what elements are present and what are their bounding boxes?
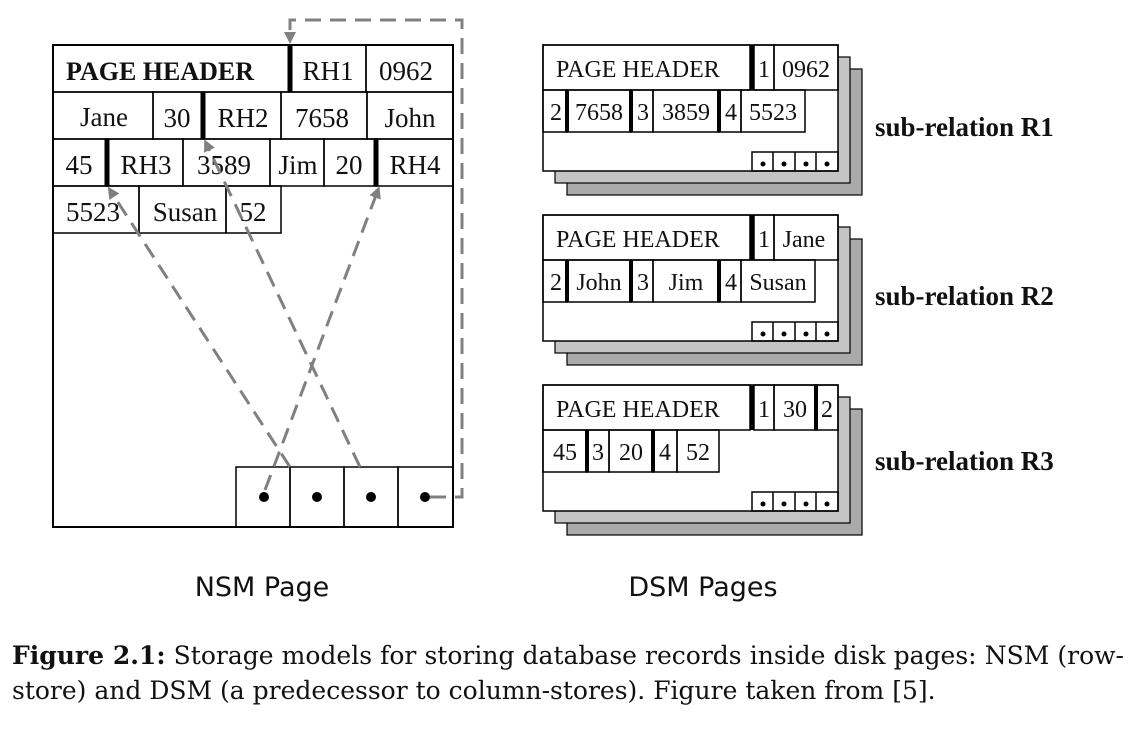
dsm-r3-cell: 4 [659, 440, 671, 466]
dsm-r3-page-header: PAGE HEADER [556, 397, 720, 423]
dsm-r3-cell: 52 [686, 440, 710, 466]
nsm-page: PAGE HEADER RH1 0962 Jane 30 RH2 7658 Jo… [52, 18, 464, 603]
figure-caption: Figure 2.1: Storage models for storing d… [12, 638, 1124, 708]
cell-jane: Jane [80, 102, 128, 132]
pointer-to-rh1 [284, 18, 464, 499]
cell-30: 30 [164, 103, 191, 133]
dsm-r3-cell: 30 [783, 397, 807, 423]
record-header-markers [104, 45, 379, 186]
cell-45: 45 [66, 150, 93, 180]
dsm-r1-cell: 7658 [575, 100, 623, 126]
dsm-page-r2: PAGE HEADER 1 Jane 2 John 3 Jim 4 Susan … [542, 214, 1054, 366]
cell-rh2: RH2 [217, 103, 268, 133]
slot-dot [366, 492, 376, 502]
dsm-r2-cell: 3 [637, 270, 649, 296]
cell-0962: 0962 [379, 56, 433, 86]
pointer-to-rh2 [204, 139, 362, 468]
nsm-row-4 [52, 185, 282, 234]
dsm-r3-cell: 45 [553, 440, 577, 466]
dsm-r1-cell: 3859 [662, 100, 710, 126]
dsm-pages: PAGE HEADER 1 0962 2 7658 3 3859 4 5523 … [542, 44, 1054, 603]
dsm-page-r1: PAGE HEADER 1 0962 2 7658 3 3859 4 5523 … [542, 44, 1054, 196]
storage-model-diagram: PAGE HEADER RH1 0962 Jane 30 RH2 7658 Jo… [52, 18, 1054, 603]
slot-dot [312, 492, 322, 502]
cell-jim: Jim [278, 150, 317, 180]
pointer-to-rh4 [263, 186, 381, 491]
cell-52: 52 [240, 197, 267, 227]
dsm-r3-cell: 2 [821, 397, 833, 423]
dsm-r1-cell: 2 [550, 100, 562, 126]
dsm-r1-cell: 5523 [749, 100, 797, 126]
dsm-r1-cell: 0962 [782, 57, 830, 83]
cell-john: John [384, 103, 436, 133]
slot-directory [235, 466, 454, 528]
slot-pointers [107, 18, 464, 499]
dsm-r2-page-header: PAGE HEADER [556, 227, 720, 253]
dsm-r1-cell: 1 [758, 57, 770, 83]
dsm-r2-cell: 2 [550, 270, 562, 296]
slot-dot [259, 492, 269, 502]
cell-rh1: RH1 [302, 56, 353, 86]
pointer-to-rh3 [107, 186, 292, 468]
cell-rh3: RH3 [120, 150, 171, 180]
dsm-r3-cell: 3 [592, 440, 604, 466]
dsm-r2-cell: Susan [749, 270, 806, 296]
dsm-r2-cell: 4 [725, 270, 737, 296]
dsm-r2-cell: Jane [783, 227, 826, 253]
dsm-r3-cell: 1 [758, 397, 770, 423]
cell-rh4: RH4 [389, 150, 441, 180]
cell-susan: Susan [153, 197, 218, 227]
dsm-r1-page-header: PAGE HEADER [556, 57, 720, 83]
dsm-r2-label: sub-relation R2 [875, 281, 1054, 311]
nsm-page-frame [52, 44, 454, 528]
slot-dot [420, 492, 430, 502]
dsm-r1-cell: 4 [725, 100, 737, 126]
dsm-page-r3: PAGE HEADER 1 30 2 45 3 20 4 52 sub-rela… [542, 384, 1054, 536]
caption-label: Figure 2.1: [12, 641, 166, 670]
dsm-r2-cell: Jim [669, 270, 704, 296]
dsm-r2-cell: 1 [758, 227, 770, 253]
dsm-r1-label: sub-relation R1 [875, 112, 1054, 142]
caption-text: Storage models for storing database reco… [12, 641, 1124, 705]
nsm-page-header: PAGE HEADER [66, 57, 254, 86]
dsm-r2-cell: John [576, 270, 621, 296]
cell-7658: 7658 [295, 103, 349, 133]
dsm-pages-title: DSM Pages [628, 572, 777, 603]
dsm-r3-label: sub-relation R3 [875, 446, 1054, 476]
nsm-page-title: NSM Page [195, 572, 330, 603]
dsm-r1-cell: 3 [637, 100, 649, 126]
dsm-r3-cell: 20 [619, 440, 643, 466]
cell-20: 20 [336, 150, 363, 180]
cell-5523: 5523 [66, 197, 120, 227]
cell-3589: 3589 [197, 150, 251, 180]
